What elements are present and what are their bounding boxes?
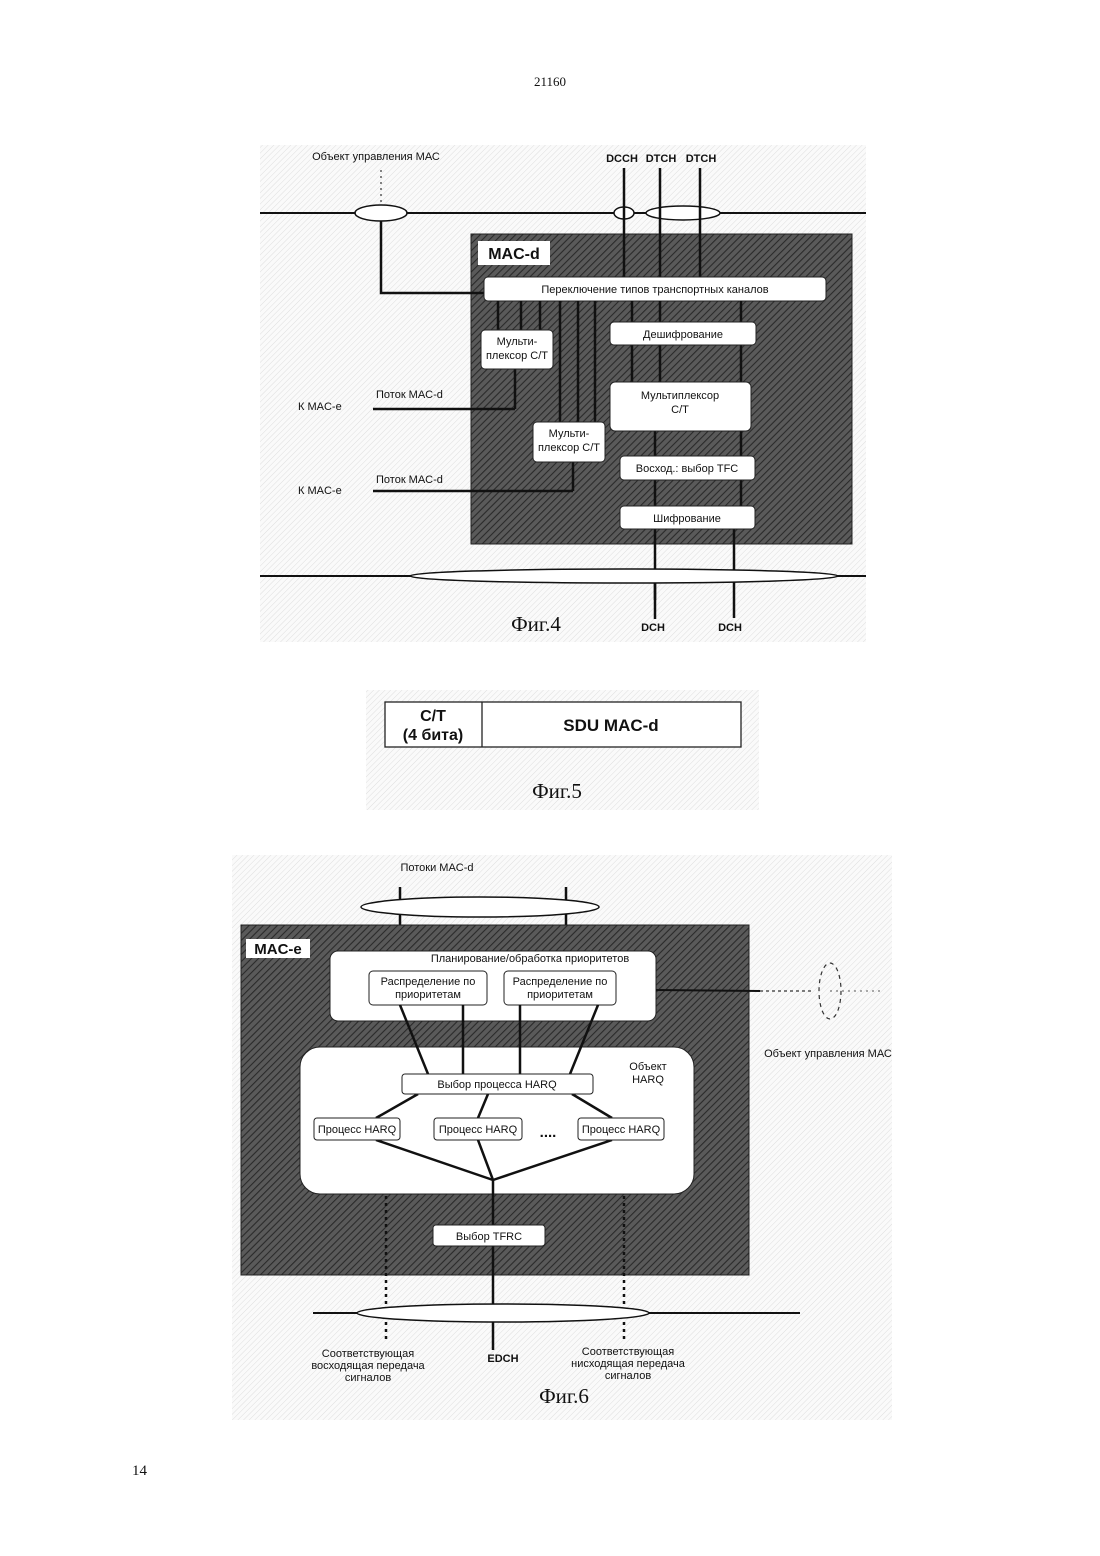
fig6-ul-signalling-line1: Соответствующая <box>322 1348 414 1360</box>
fig6-dl-signalling-line2: нисходящая передача <box>571 1358 686 1370</box>
fig6-ul-signalling-line2: восходящая передача <box>311 1360 425 1372</box>
figure-4: Объект управления МАС DCCH DTCH DTCH MAC… <box>260 145 866 642</box>
fig4-mac-d-title: MAC-d <box>488 246 540 263</box>
figure-6: Потоки MAC-d MAC-e Планирование/обработк… <box>232 855 892 1420</box>
fig4-deciphering-label: Дешифрование <box>643 329 723 341</box>
fig6-caption: Фиг.6 <box>539 1384 589 1408</box>
fig6-process-ellipsis: .... <box>540 1124 557 1141</box>
fig5-sdu-field: SDU MAC-d <box>563 716 658 735</box>
fig6-priority-2-line1: Распределение по <box>513 976 608 988</box>
fig4-ct-mux-b-line2: плексор C/T <box>538 442 600 454</box>
fig5-ct-field-line1: C/T <box>420 708 446 725</box>
fig4-channel-label: DTCH <box>686 153 717 165</box>
fig6-priority-1-line2: приоритетам <box>395 989 461 1001</box>
fig4-channel-label: DTCH <box>646 153 677 165</box>
fig4-ciphering-label: Шифрование <box>653 513 721 525</box>
fig6-harq-process-1-label: Процесс HARQ <box>318 1124 397 1136</box>
fig6-control-line <box>656 990 760 991</box>
fig6-scheduling-label: Планирование/обработка приоритетов <box>431 953 630 965</box>
fig4-caption: Фиг.4 <box>511 612 561 636</box>
fig6-harq-process-2-label: Процесс HARQ <box>439 1124 518 1136</box>
fig4-output-label: DCH <box>641 622 665 634</box>
fig4-output-label: DCH <box>718 622 742 634</box>
fig6-mac-control-label: Объект управления МАС <box>764 1048 892 1060</box>
fig4-mux-ct-line2: C/T <box>671 404 689 416</box>
fig4-ct-mux-a-line2: плексор C/T <box>486 350 548 362</box>
fig6-tfrc-label: Выбор TFRC <box>456 1231 522 1243</box>
fig6-harq-process-3-label: Процесс HARQ <box>582 1124 661 1136</box>
figure-5: C/T (4 бита) SDU MAC-d Фиг.5 <box>366 690 759 810</box>
fig6-ul-signalling-line3: сигналов <box>345 1372 392 1384</box>
fig6-priority-1-line1: Распределение по <box>381 976 476 988</box>
fig4-mux-ct-line1: Мультиплексор <box>641 390 719 402</box>
fig4-flow-label-2: Поток MAC-d <box>376 474 443 486</box>
fig6-dl-signalling-line3: сигналов <box>605 1370 652 1382</box>
fig6-edch-label: EDCH <box>487 1353 518 1365</box>
fig4-ct-mux-a-line1: Мульти- <box>497 336 538 348</box>
fig4-dch-sap <box>410 569 838 583</box>
fig4-tct-switch-label: Переключение типов транспортных каналов <box>541 284 768 296</box>
fig4-flow-label-1: Поток MAC-d <box>376 389 443 401</box>
fig6-harq-select-label: Выбор процесса HARQ <box>437 1079 557 1091</box>
fig6-harq-entity-line2: HARQ <box>632 1074 664 1086</box>
fig6-mac-e-title: MAC-e <box>254 941 302 958</box>
fig4-mac-control-label: Объект управления МАС <box>312 151 440 163</box>
fig4-to-mac-e-1: К MAC-e <box>298 401 342 413</box>
fig5-ct-field-line2: (4 бита) <box>403 727 463 744</box>
fig6-priority-2-line2: приоритетам <box>527 989 593 1001</box>
fig6-edch-sap <box>357 1304 649 1322</box>
fig4-ul-tfc-label: Восход.: выбор TFC <box>636 463 739 475</box>
fig4-control-sap <box>355 205 407 221</box>
fig6-harq-entity-line1: Объект <box>629 1061 666 1073</box>
fig4-channel-label: DCCH <box>606 153 638 165</box>
fig6-dl-signalling-line1: Соответствующая <box>582 1346 674 1358</box>
fig5-caption: Фиг.5 <box>532 779 582 803</box>
fig4-to-mac-e-2: К MAC-e <box>298 485 342 497</box>
fig4-dtch-sap <box>646 206 720 220</box>
fig4-ct-mux-b-line1: Мульти- <box>549 428 590 440</box>
fig6-flows-label: Потоки MAC-d <box>400 862 473 874</box>
fig6-flows-sap <box>361 897 599 917</box>
